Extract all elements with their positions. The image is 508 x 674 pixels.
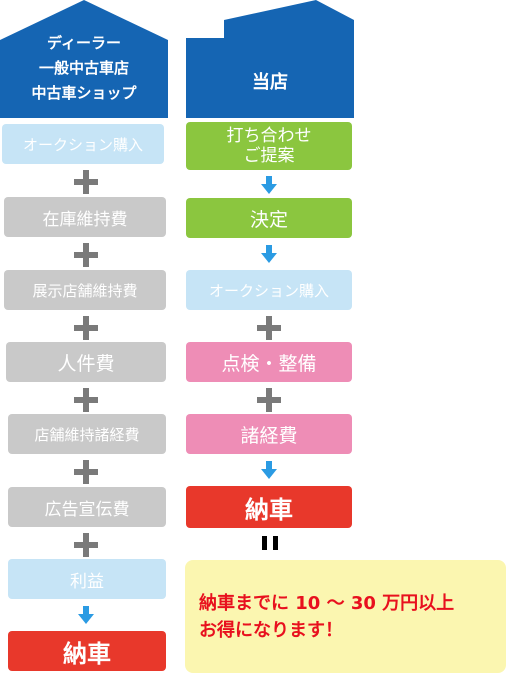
left-step-inventory-cost: 在庫維持費 bbox=[4, 197, 166, 237]
equals-icon bbox=[262, 536, 280, 550]
left-house-line-3: 中古車ショップ bbox=[31, 84, 137, 102]
left-step-store-expenses: 店舗維持諸経費 bbox=[8, 414, 166, 454]
arrow-down-icon bbox=[261, 176, 277, 194]
right-step-auction: オークション購入 bbox=[186, 270, 352, 310]
right-step-consultation-line-1: 打ち合わせ bbox=[226, 126, 312, 146]
right-step-consultation: 打ち合わせ ご提案 bbox=[186, 122, 352, 170]
right-step-consultation-line-2: ご提案 bbox=[243, 146, 295, 166]
savings-line-1: 納車までに 10 ～ 30 万円以上 bbox=[199, 592, 455, 614]
plus-icon bbox=[74, 170, 98, 194]
right-house-label: 当店 bbox=[252, 72, 288, 93]
right-step-delivery: 納車 bbox=[186, 486, 352, 528]
plus-icon bbox=[74, 388, 98, 412]
left-step-profit: 利益 bbox=[8, 559, 166, 599]
left-step-auction: オークション購入 bbox=[2, 124, 164, 164]
left-step-showroom-cost: 展示店舗維持費 bbox=[4, 270, 166, 310]
left-step-delivery: 納車 bbox=[8, 631, 166, 671]
left-house-line-1: ディーラー bbox=[47, 34, 121, 52]
left-house-text: ディーラー 一般中古車店 中古車ショップ bbox=[0, 31, 168, 106]
arrow-down-icon bbox=[261, 245, 277, 263]
left-step-labor-cost: 人件費 bbox=[6, 342, 166, 382]
plus-icon bbox=[74, 243, 98, 267]
left-house-header: ディーラー 一般中古車店 中古車ショップ bbox=[0, 0, 168, 118]
savings-line-2: お得になります！ bbox=[199, 619, 343, 641]
plus-icon bbox=[74, 316, 98, 340]
plus-icon bbox=[74, 460, 98, 484]
right-step-misc-expenses: 諸経費 bbox=[186, 414, 352, 454]
right-house-shape bbox=[186, 0, 354, 118]
plus-icon bbox=[257, 316, 281, 340]
left-house-shape bbox=[0, 0, 168, 118]
right-step-inspection: 点検・整備 bbox=[186, 342, 352, 382]
plus-icon bbox=[257, 388, 281, 412]
arrow-down-icon bbox=[261, 461, 277, 479]
right-step-decision: 決定 bbox=[186, 198, 352, 238]
right-house-header: 当店 bbox=[186, 0, 354, 118]
left-house-line-2: 一般中古車店 bbox=[38, 59, 129, 77]
arrow-down-icon bbox=[78, 606, 94, 624]
savings-result-box: 納車までに 10 ～ 30 万円以上 お得になります！ bbox=[185, 560, 506, 673]
left-step-advertising-cost: 広告宣伝費 bbox=[8, 487, 166, 527]
plus-icon bbox=[74, 533, 98, 557]
